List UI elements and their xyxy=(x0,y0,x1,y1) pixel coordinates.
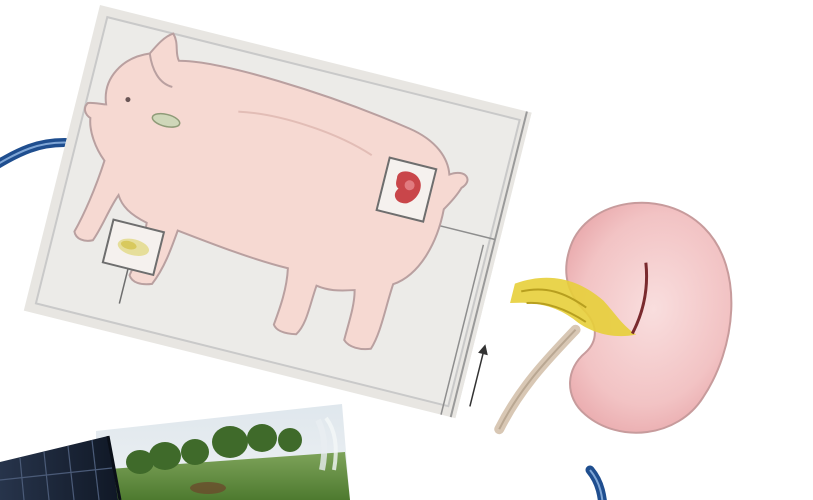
anatomy-figure xyxy=(24,5,779,480)
pig-panel xyxy=(24,5,532,418)
solar-panel xyxy=(0,436,120,500)
farm-photo xyxy=(96,404,350,500)
